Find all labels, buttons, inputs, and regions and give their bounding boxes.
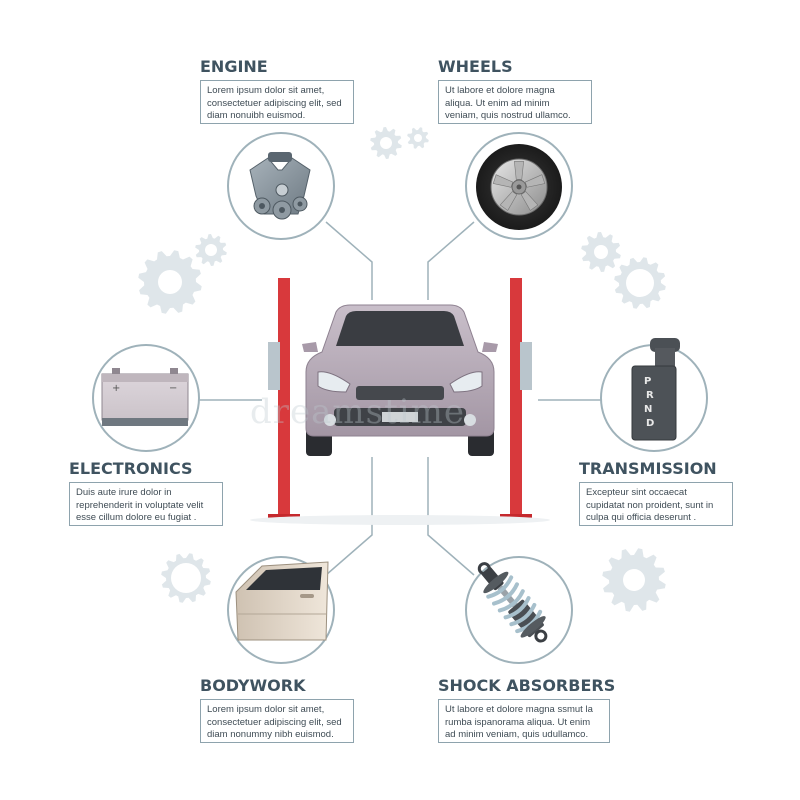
battery-icon: + −	[101, 368, 189, 426]
text-line: rumba ispanorama aliqua. Ut enim	[445, 716, 591, 728]
section-title-wheels: WHEELS	[438, 57, 513, 76]
gear-icon	[581, 232, 621, 272]
text-line: Duis aute irure dolor in	[76, 487, 172, 498]
gear-letter: R	[646, 390, 654, 401]
car-door-icon	[235, 561, 329, 641]
connector-bodywork	[325, 457, 373, 576]
engine-icon	[249, 152, 311, 220]
text-line: reprehenderit in voluptate velit	[76, 499, 204, 511]
text-line: ad minim veniam, quis udullamco.	[445, 729, 589, 740]
text-line: diam nonummy nibh euismod.	[207, 729, 334, 740]
text-line: Lorem ipsum dolor sit amet,	[207, 704, 325, 715]
section-title-transmission: TRANSMISSION	[579, 459, 717, 478]
text-box-transmission: Excepteur sint occaecat cupidatat non pr…	[579, 482, 733, 526]
section-title-shock-absorbers: SHOCK ABSORBERS	[438, 676, 616, 695]
watermark-text: dreamstime	[250, 392, 465, 432]
connector-engine	[325, 221, 373, 300]
gear-icon	[195, 234, 227, 266]
car-lift	[250, 278, 550, 525]
text-line: veniam, quis nostrud ullamco.	[445, 110, 571, 121]
text-line: Excepteur sint occaecat	[586, 487, 687, 498]
text-box-bodywork: Lorem ipsum dolor sit amet, consectetuer…	[200, 699, 354, 743]
text-line: diam nonuibh euismod.	[207, 110, 306, 121]
lift-post-left	[278, 278, 290, 518]
text-box-shock-absorbers: Ut labore et dolore magna ssmut la rumba…	[438, 699, 610, 743]
text-line: consectetuer adipiscing elit, sed	[207, 716, 342, 728]
svg-text:−: −	[169, 383, 177, 394]
text-line: Lorem ipsum dolor sit amet,	[207, 85, 325, 96]
connector-lines	[199, 221, 601, 576]
gear-icon	[161, 553, 211, 603]
shock-absorber-icon	[477, 562, 548, 643]
wheel-icon	[476, 144, 562, 230]
text-line: Ut labore et dolore magna ssmut la	[445, 704, 593, 715]
gear-icon	[602, 548, 666, 612]
text-line: cupidatat non proident, sunt in	[586, 499, 714, 511]
gear-icon	[370, 127, 402, 159]
section-title-engine: ENGINE	[200, 57, 268, 76]
text-box-electronics: Duis aute irure dolor in reprehenderit i…	[69, 482, 223, 526]
gear-icon	[138, 250, 202, 314]
connector-wheels	[427, 221, 475, 300]
gear-letter: P	[644, 376, 651, 387]
connector-shock	[427, 457, 475, 576]
text-line: consectetuer adipiscing elit, sed	[207, 97, 342, 109]
lift-post-right	[510, 278, 522, 518]
text-line: culpa qui officia deserunt .	[586, 512, 697, 523]
gear-icon	[614, 257, 666, 309]
text-line: aliqua. Ut enim ad minim	[445, 97, 550, 109]
section-title-electronics: ELECTRONICS	[69, 459, 193, 478]
text-box-engine: Lorem ipsum dolor sit amet, consectetuer…	[200, 80, 354, 124]
gear-letter: N	[644, 404, 652, 415]
gear-letter: D	[646, 418, 654, 429]
gear-icon	[407, 127, 429, 149]
text-box-wheels: Ut labore et dolore magna aliqua. Ut eni…	[438, 80, 592, 124]
text-line: esse cillum dolore eu fugiat .	[76, 512, 197, 523]
section-title-bodywork: BODYWORK	[200, 676, 306, 695]
car-icon	[302, 304, 498, 456]
svg-text:+: +	[112, 383, 120, 394]
gear-decor-group	[138, 127, 666, 612]
text-line: Ut labore et dolore magna	[445, 85, 555, 96]
